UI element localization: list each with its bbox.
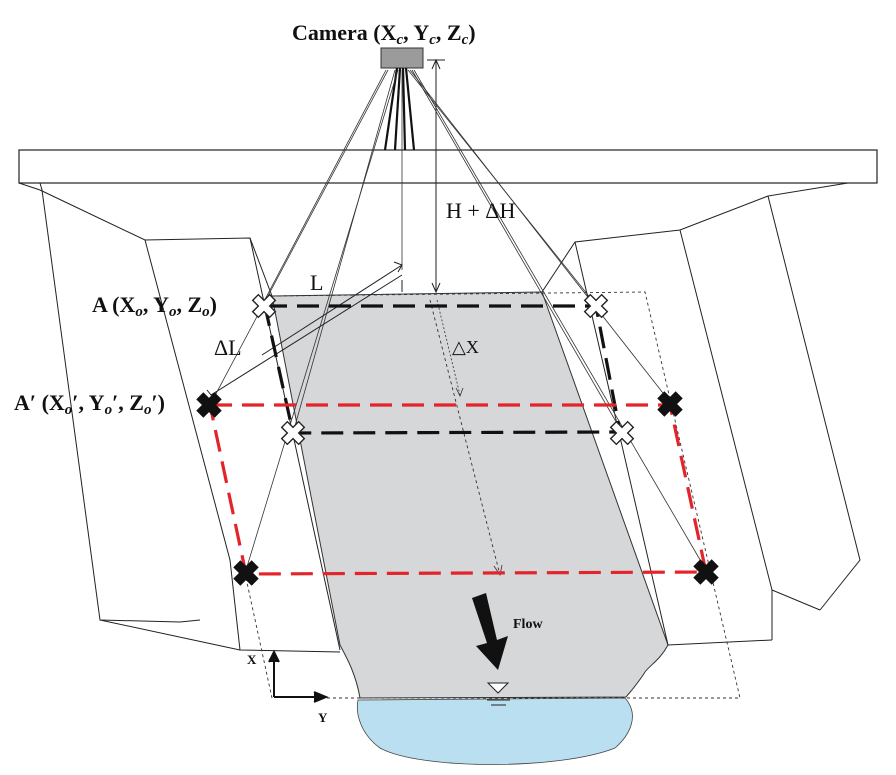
right-bank (541, 182, 861, 646)
point-a-prime-label: A′ (Xo′, Yo′, Zo′) (14, 390, 165, 418)
camera-view-lines (209, 69, 707, 571)
bridge-deck (18, 149, 878, 184)
black-cross-marker-icon (196, 391, 719, 586)
coordinate-axes (268, 649, 329, 703)
deck-slopes (18, 182, 877, 191)
camera-label: Camera (Xc, Yc, Zc) (292, 20, 476, 48)
flow-label: Flow (513, 617, 543, 632)
camera-body (380, 47, 424, 69)
point-a-label: A (Xo, Yo, Zo) (92, 292, 217, 320)
height-dimension (427, 58, 445, 294)
water-pool (356, 697, 633, 765)
left-bank (39, 182, 341, 653)
reference-lines (245, 291, 741, 699)
height-label: H + ΔH (446, 198, 515, 223)
delta-x-dimension (436, 299, 503, 577)
water-level-triangle-icon (486, 682, 510, 706)
length-label: L (310, 270, 323, 295)
shifted-surface-rectangle (208, 403, 708, 576)
axis-x-label: X (247, 652, 257, 667)
camera-cables (383, 67, 416, 151)
water-surface (271, 291, 669, 699)
white-cross-marker-icon (251, 293, 635, 446)
delta-x-label: △X (452, 337, 479, 357)
delta-length-label: ΔL (214, 335, 242, 360)
flow-arrow-icon (472, 593, 508, 670)
axis-y-label: Y (318, 710, 328, 725)
